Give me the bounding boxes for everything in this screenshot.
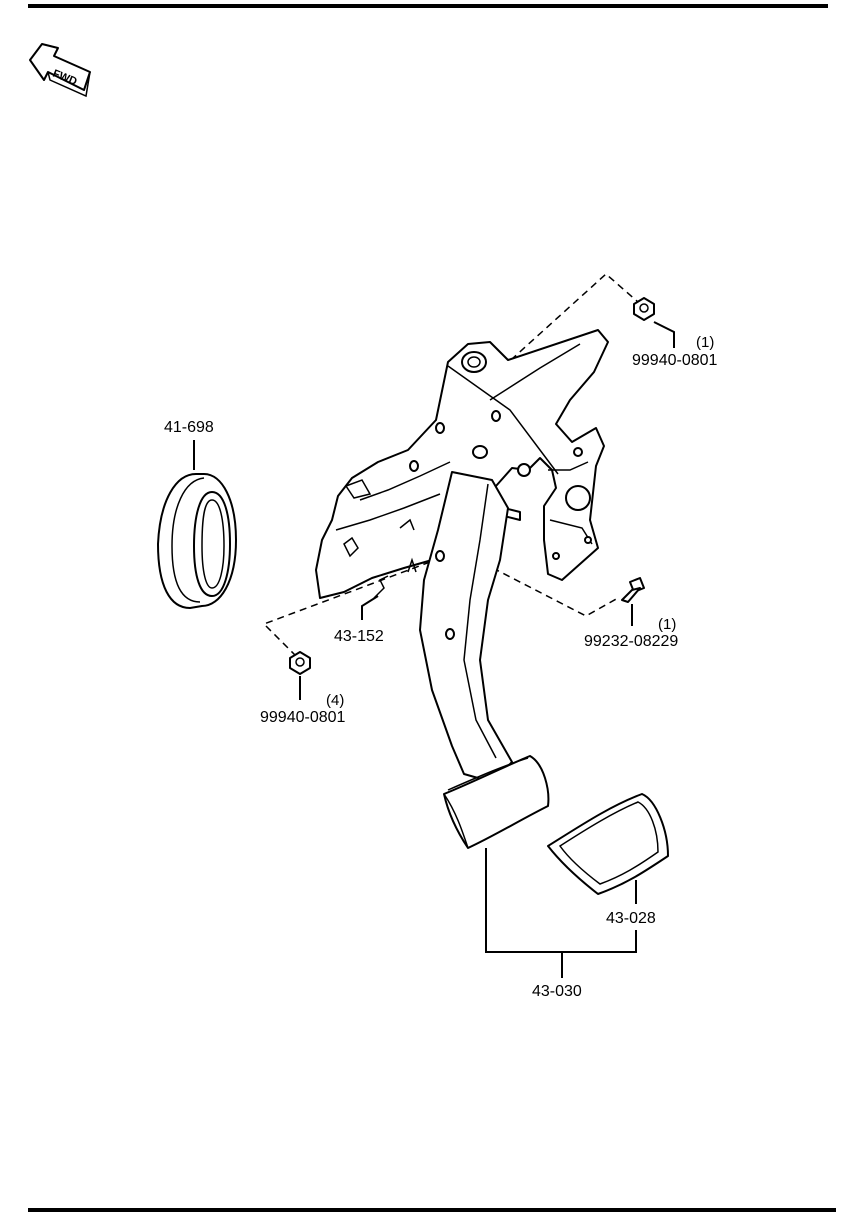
pedal-pad-on-arm <box>443 755 550 849</box>
grommet-part <box>157 473 237 609</box>
part-leaders <box>193 321 675 978</box>
clip-top-qty: (1) <box>696 334 714 351</box>
pedal-bracket <box>315 329 609 599</box>
bolt-qty: (1) <box>658 616 676 633</box>
spring-clip-code: 43-152 <box>334 628 384 645</box>
bolt-part <box>621 577 645 603</box>
clip-top-code: 99940-0801 <box>632 352 718 369</box>
bolt-code: 99232-08229 <box>584 633 678 650</box>
clip-left-qty: (4) <box>326 692 344 709</box>
pedal-pad-code: 43-028 <box>606 910 656 927</box>
fwd-arrow-icon: FWD <box>29 43 91 98</box>
clip-left-code: 99940-0801 <box>260 709 346 726</box>
pedal-assembly-code: 43-030 <box>532 983 582 1000</box>
grommet-code: 41-698 <box>164 419 214 436</box>
pedal-pad-part <box>547 793 669 895</box>
spring-clip-part <box>373 575 389 599</box>
clip-top-part <box>633 297 655 321</box>
clip-left-part <box>289 651 311 675</box>
